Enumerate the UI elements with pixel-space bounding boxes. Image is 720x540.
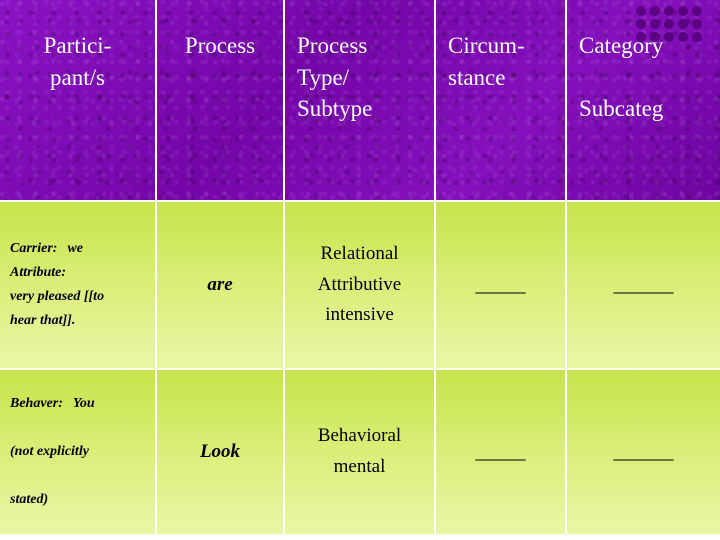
row2-process: Look	[199, 440, 241, 462]
header-cell-circumstance: Circum- stance	[436, 0, 567, 200]
row1-circumstance-blank: _____	[475, 273, 526, 296]
table-row: Carrier:we Attribute: very pleased [[to …	[0, 200, 720, 368]
header-circumstance-line1: Circum-	[448, 33, 525, 58]
row1-process-type-line3: intensive	[325, 304, 394, 326]
header-banner	[0, 0, 720, 200]
dot-grid-icon	[636, 6, 712, 46]
row2-cell-participants: Behaver: You (not explicitly stated)	[0, 368, 157, 536]
header-participants-line2: pant/s	[50, 64, 105, 90]
row1-cell-participants: Carrier:we Attribute: very pleased [[to …	[0, 200, 157, 368]
row1-attribute-label: Attribute:	[10, 264, 67, 280]
row2-behaver-note-line2: stated)	[10, 492, 49, 508]
row2-behaver-note-line1: (not explicitly	[10, 443, 89, 459]
table-row: Behaver: You (not explicitly stated) Look…	[0, 368, 720, 536]
header-cell-process-type: Process Type/ Subtype	[285, 0, 436, 200]
header-process-type-line3: Subtype	[297, 96, 373, 122]
header-category-line2: Subcateg	[579, 96, 664, 122]
header-process-type-line2: Type/	[297, 64, 350, 90]
row1-cell-circumstance: _____	[436, 200, 567, 368]
header-cell-participants: Partici- pant/s	[0, 0, 157, 200]
row2-process-type-line1: Behavioral	[317, 425, 402, 447]
header-participants-line1: Partici-	[43, 33, 112, 58]
row2-cell-category: ______	[567, 368, 720, 536]
row1-attribute-value-line2: hear that]].	[10, 313, 76, 329]
header-cell-process: Process	[157, 0, 285, 200]
header-process: Process	[184, 33, 256, 58]
table-header-row: Partici- pant/s Process Process Type/ Su…	[0, 0, 720, 200]
row2-cell-process: Look	[157, 368, 285, 536]
header-process-type-line1: Process	[297, 33, 368, 58]
row2-cell-process-type: Behavioral mental	[285, 368, 436, 536]
row1-carrier-label: Carrier:	[10, 240, 58, 256]
row1-process: are	[207, 273, 233, 295]
row1-carrier-value: we	[67, 240, 84, 256]
row1-process-type-line1: Relational	[320, 242, 399, 264]
row1-cell-process-type: Relational Attributive intensive	[285, 200, 436, 368]
row1-attribute-value-line1: very pleased [[to	[10, 289, 105, 304]
header-category-line1: Category	[579, 33, 664, 58]
row1-cell-process: are	[157, 200, 285, 368]
row2-behaver-value: You	[72, 395, 95, 411]
row1-category-blank: ______	[613, 273, 674, 296]
row2-circumstance-blank: _____	[475, 440, 526, 463]
row1-process-type-line2: Attributive	[317, 273, 402, 295]
row2-process-type-line2: mental	[333, 456, 386, 477]
row2-behaver-label: Behaver:	[10, 395, 63, 411]
row2-category-blank: ______	[613, 440, 674, 463]
header-cell-category: Category Subcateg	[567, 0, 720, 200]
header-circumstance-line2: stance	[448, 64, 506, 90]
row1-cell-category: ______	[567, 200, 720, 368]
row2-cell-circumstance: _____	[436, 368, 567, 536]
